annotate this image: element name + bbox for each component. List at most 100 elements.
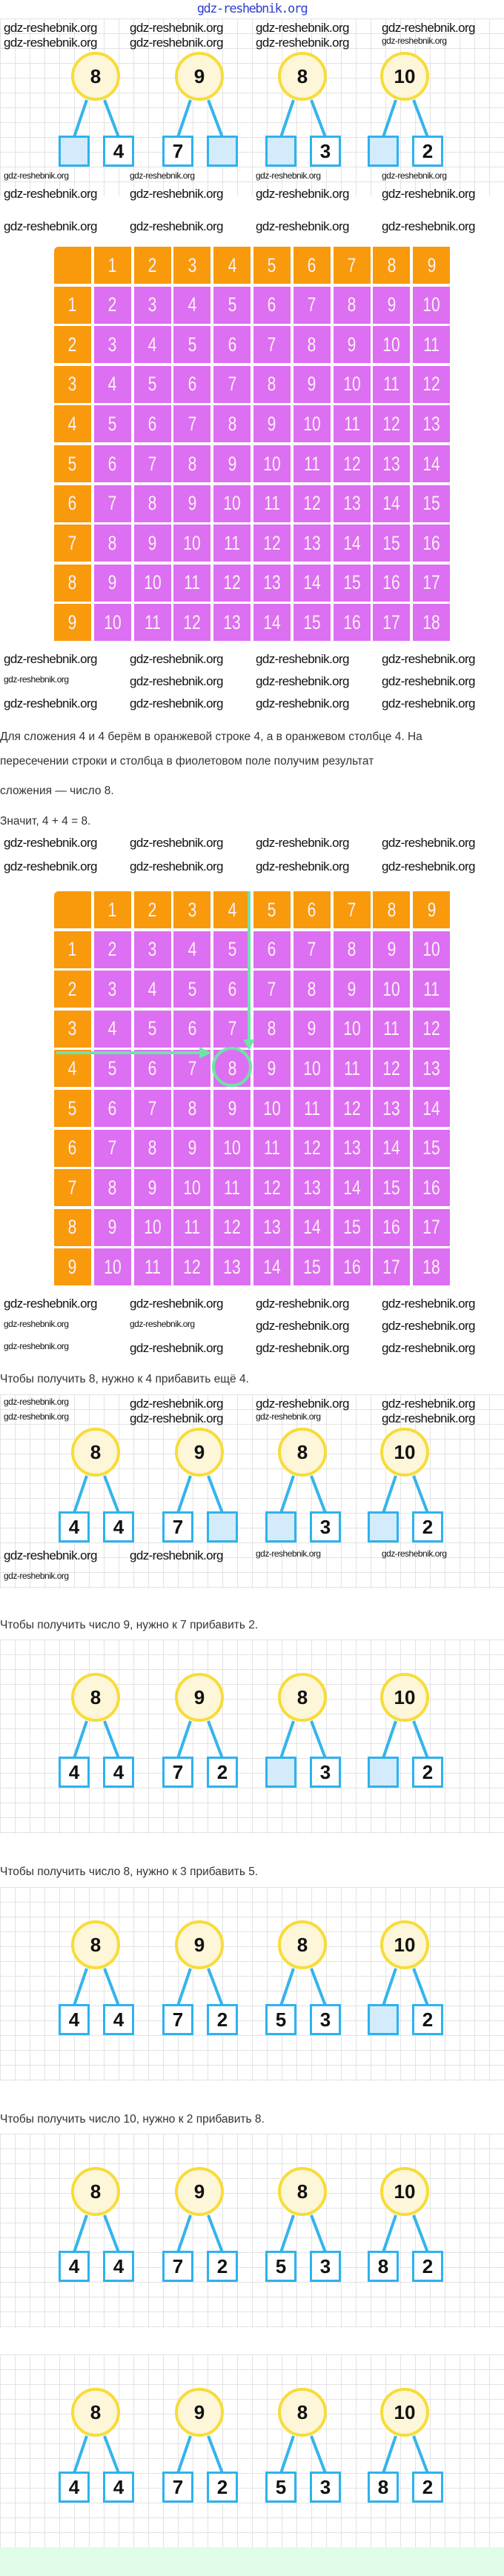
sum-cell: 17 — [413, 564, 451, 602]
bond-part-box[interactable]: 4 — [103, 1511, 134, 1542]
bond-part-box-empty[interactable] — [368, 1511, 399, 1542]
watermark-text: gdz-reshebnik.org — [256, 187, 349, 201]
bond-part-box-empty[interactable] — [368, 136, 399, 167]
bond-part-box[interactable]: 4 — [103, 2251, 134, 2282]
sum-cell: 15 — [373, 1169, 411, 1207]
bond-part-box[interactable]: 8 — [368, 2251, 399, 2282]
bond-part-box[interactable]: 7 — [162, 2251, 193, 2282]
bond-part-box[interactable]: 2 — [207, 2472, 238, 2503]
cell-value: 3 — [147, 938, 157, 961]
bond-part-box[interactable]: 2 — [412, 1757, 443, 1788]
bond-part-box-empty[interactable] — [59, 136, 90, 167]
sum-cell: 8 — [253, 1010, 291, 1048]
bond-part-box[interactable]: 3 — [310, 2251, 341, 2282]
bond-part-box[interactable]: 3 — [310, 2004, 341, 2035]
bond-part-box[interactable]: 3 — [310, 1757, 341, 1788]
sum-cell: 6 — [173, 1010, 211, 1048]
bond-part-box[interactable]: 4 — [59, 1757, 90, 1788]
column-header-cell: 7 — [333, 247, 371, 284]
sum-cell: 4 — [93, 1010, 131, 1048]
bond-part-box[interactable]: 4 — [103, 136, 134, 167]
sum-cell: 17 — [373, 1248, 411, 1286]
sum-cell: 12 — [413, 365, 451, 403]
sum-cell: 12 — [253, 525, 291, 562]
cell-value: 10 — [342, 373, 361, 396]
cell-value: 9 — [228, 452, 237, 475]
sum-cell: 7 — [93, 1129, 131, 1167]
sum-cell: 11 — [213, 525, 251, 562]
cell-value: 9 — [347, 977, 357, 1000]
bond-part-box[interactable]: 7 — [162, 136, 193, 167]
cell-value: 11 — [383, 373, 400, 396]
watermark-text: gdz-reshebnik.org — [256, 652, 349, 666]
sum-cell: 6 — [213, 971, 251, 1008]
sum-cell: 11 — [373, 365, 411, 403]
cell-value: 6 — [307, 898, 316, 921]
watermark-text: gdz-reshebnik.org — [130, 36, 223, 50]
bond-part-box[interactable]: 5 — [265, 2251, 296, 2282]
bond-part-box[interactable]: 7 — [162, 2004, 193, 2035]
row-header-cell: 3 — [54, 1010, 91, 1048]
cell-value: 5 — [188, 977, 197, 1000]
bond-part-box[interactable]: 2 — [412, 136, 443, 167]
bond-part-box[interactable]: 2 — [207, 1757, 238, 1788]
bond-part-box[interactable]: 2 — [412, 2472, 443, 2503]
sum-cell: 13 — [213, 604, 251, 642]
bond-part-box[interactable]: 4 — [59, 1511, 90, 1542]
watermark-text: gdz-reshebnik.org — [130, 836, 223, 850]
cell-value: 10 — [143, 1216, 162, 1239]
bond-part-box-empty[interactable] — [265, 136, 296, 167]
bond-connector-line — [103, 1968, 120, 2006]
bond-part-box[interactable]: 2 — [412, 2251, 443, 2282]
sum-cell: 15 — [293, 1248, 331, 1286]
bond-part-box[interactable]: 4 — [103, 1757, 134, 1788]
bond-part-box-empty[interactable] — [207, 136, 238, 167]
sum-cell: 15 — [413, 1129, 451, 1167]
bond-part-box[interactable]: 4 — [59, 2251, 90, 2282]
bond-part-box[interactable]: 7 — [162, 1757, 193, 1788]
bond-part-box-empty[interactable] — [207, 1511, 238, 1542]
bond-part-box[interactable]: 5 — [265, 2004, 296, 2035]
bond-connector-line — [207, 99, 224, 138]
watermark-text: gdz-reshebnik.org — [256, 1319, 349, 1333]
bond-part-box[interactable]: 2 — [207, 2004, 238, 2035]
bond-part-box[interactable]: 7 — [162, 1511, 193, 1542]
bond-connector-line — [207, 2214, 224, 2253]
bond-part-box[interactable]: 2 — [412, 1511, 443, 1542]
bond-part-box-empty[interactable] — [368, 1757, 399, 1788]
bond-connector-line — [310, 2435, 327, 2474]
step-text-2: Чтобы получить число 9, нужно к 7 прибав… — [0, 1619, 259, 1631]
bond-part-box-empty[interactable] — [368, 2004, 399, 2035]
watermark-text: gdz-reshebnik.org — [382, 836, 475, 850]
bond-part-box[interactable]: 3 — [310, 2472, 341, 2503]
bond-part-box[interactable]: 2 — [412, 2004, 443, 2035]
bond-part-box[interactable]: 3 — [310, 136, 341, 167]
bond-part-box[interactable]: 8 — [368, 2472, 399, 2503]
cell-value: 8 — [347, 938, 357, 961]
cell-value: 9 — [188, 1136, 197, 1159]
sum-cell: 11 — [253, 1129, 291, 1167]
bond-part-box-empty[interactable] — [265, 1511, 296, 1542]
cell-value: 8 — [228, 1056, 237, 1079]
bond-part-box[interactable]: 4 — [103, 2004, 134, 2035]
cell-value: 8 — [387, 898, 397, 921]
cell-value: 4 — [68, 1056, 77, 1079]
bond-part-box[interactable]: 2 — [207, 2251, 238, 2282]
bond-part-box-empty[interactable] — [265, 1757, 296, 1788]
watermark-text: gdz-reshebnik.org — [382, 219, 475, 233]
bond-part-box[interactable]: 4 — [103, 2472, 134, 2503]
bond-part-box[interactable]: 5 — [265, 2472, 296, 2503]
sum-cell: 9 — [373, 931, 411, 968]
bond-part-box[interactable]: 3 — [310, 1511, 341, 1542]
cell-value: 9 — [68, 610, 77, 633]
bond-part-box[interactable]: 4 — [59, 2472, 90, 2503]
sum-cell: 10 — [213, 485, 251, 522]
cell-value: 5 — [107, 1056, 117, 1079]
sum-cell: 12 — [293, 485, 331, 522]
bond-whole-circle: 8 — [71, 52, 120, 101]
bond-part-box[interactable]: 4 — [59, 2004, 90, 2035]
bond-part-box[interactable]: 7 — [162, 2472, 193, 2503]
sum-cell: 4 — [133, 971, 171, 1008]
sum-cell: 2 — [93, 931, 131, 968]
cell-value: 11 — [343, 1056, 360, 1079]
